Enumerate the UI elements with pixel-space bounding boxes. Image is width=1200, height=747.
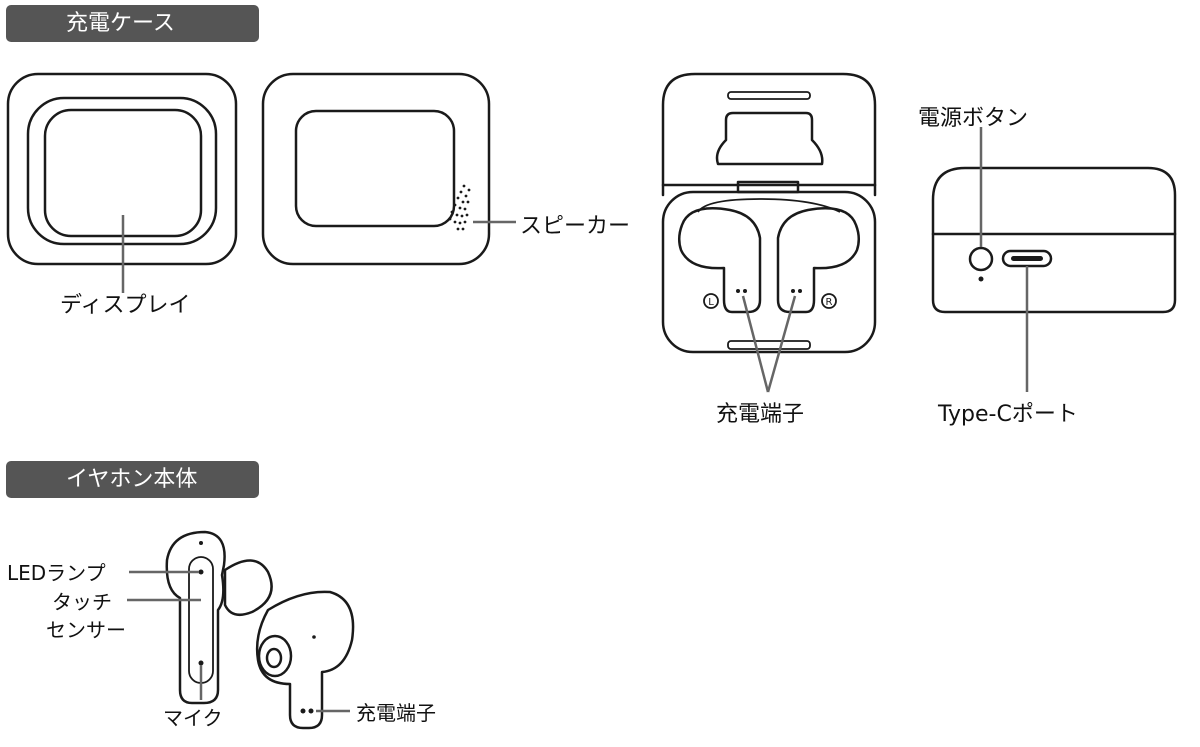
speaker-grille xyxy=(448,184,471,231)
power-button-shape xyxy=(968,246,994,272)
speaker-label: スピーカー xyxy=(520,214,631,239)
case-charging-terminal-label: 充電端子 xyxy=(716,402,805,427)
led-lamp-dot xyxy=(198,569,204,575)
earbud-rear-view xyxy=(255,590,355,730)
mic-label: マイク xyxy=(163,706,223,730)
earbud-front-view xyxy=(127,530,273,705)
touch-sensor-label-line2: センサー xyxy=(46,618,126,642)
case-front-view xyxy=(6,72,238,293)
case-side-view xyxy=(931,127,1177,392)
mic-dot xyxy=(198,660,204,666)
touch-sensor-label-line1: タッチ xyxy=(52,590,112,614)
case-terminal-leader-left xyxy=(741,295,770,393)
left-marking: L xyxy=(708,297,714,308)
status-led-dot xyxy=(978,276,984,282)
typec-port-label: Type-Cポート xyxy=(938,402,1078,427)
case-open-view: L R xyxy=(661,72,877,393)
display-label: ディスプレイ xyxy=(60,293,191,318)
case-back-view xyxy=(261,72,516,266)
led-lamp-label: LEDランプ xyxy=(7,561,106,585)
case-section-header: 充電ケース xyxy=(6,5,259,42)
case-terminal-leader-right xyxy=(766,295,797,393)
earbud-charging-terminal-label: 充電端子 xyxy=(356,701,436,725)
right-marking: R xyxy=(826,297,833,308)
earbud-section-header: イヤホン本体 xyxy=(6,461,259,498)
power-button-label: 電源ボタン xyxy=(918,106,1029,131)
